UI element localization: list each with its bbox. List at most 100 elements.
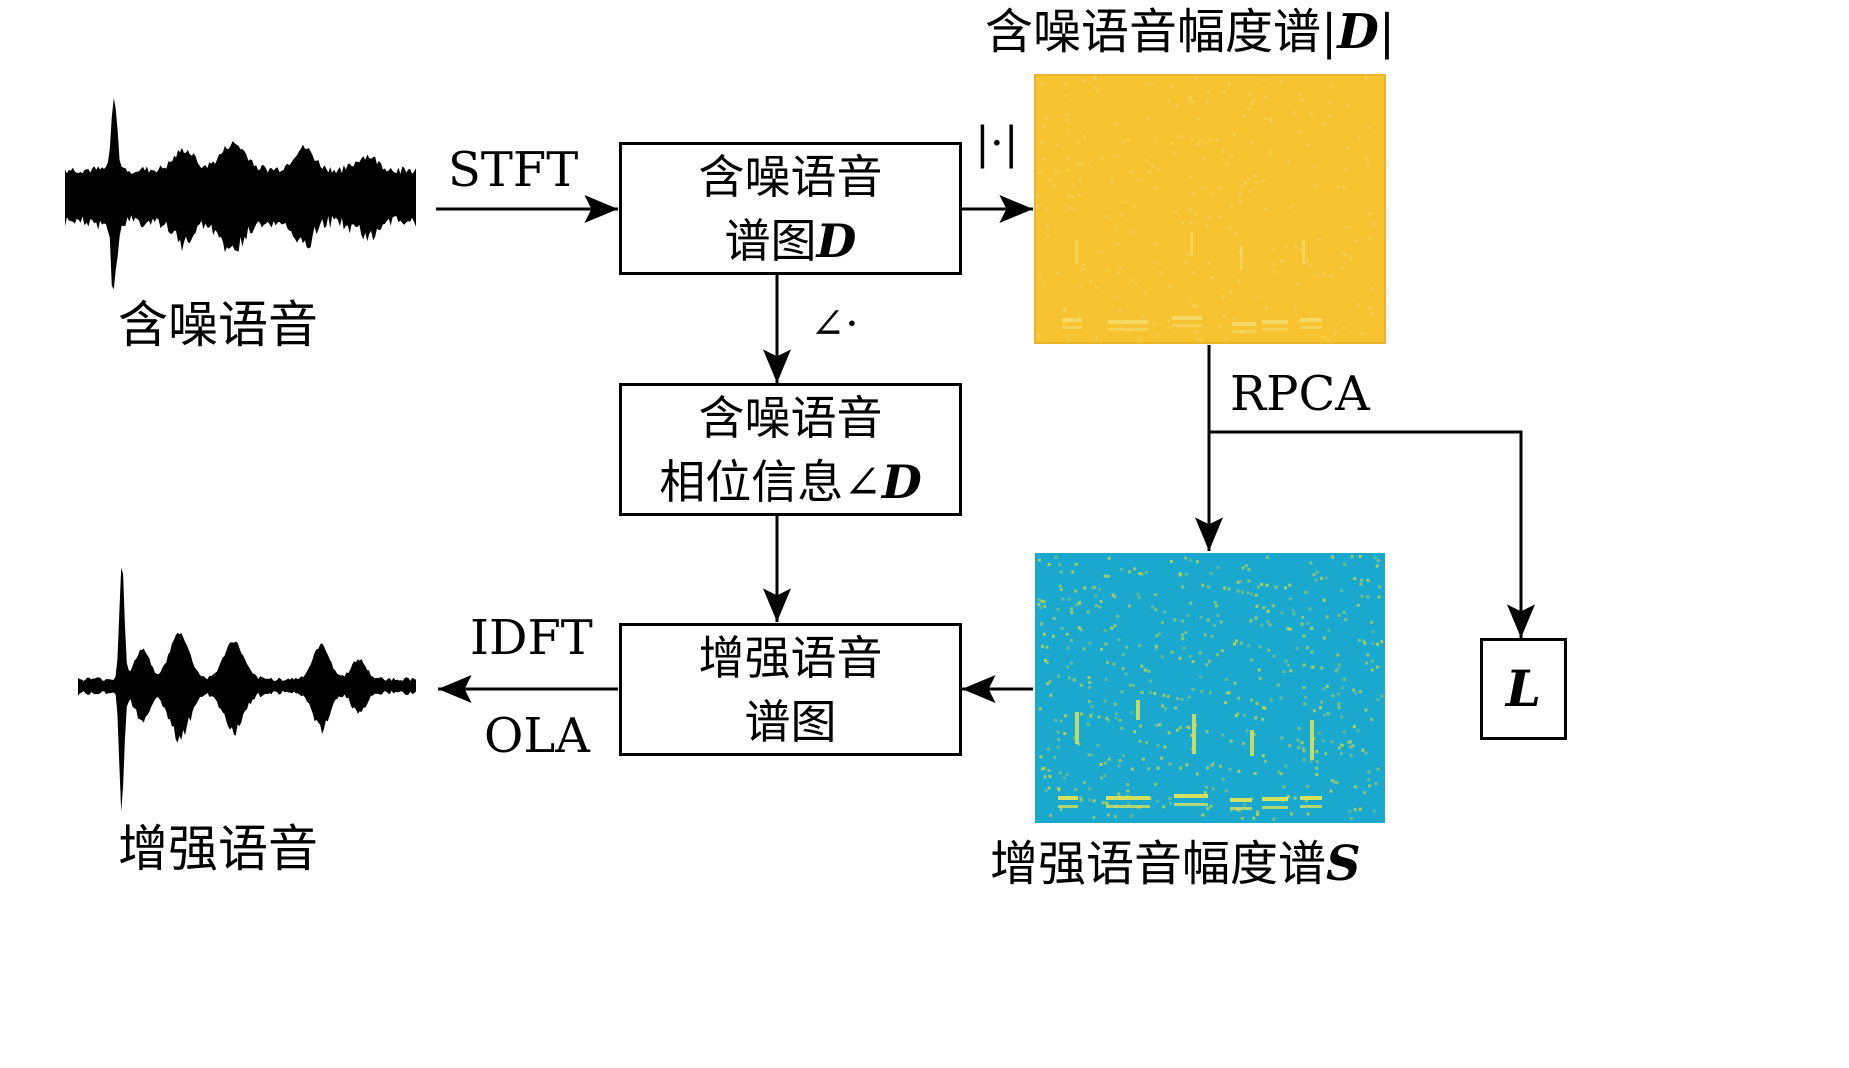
spectrogram-pixel xyxy=(1298,248,1302,252)
spectrogram-pixel xyxy=(1340,589,1344,593)
spectrogram-pixel xyxy=(1225,691,1229,695)
spectrogram-pixel xyxy=(1148,679,1152,683)
spectrogram-pixel xyxy=(1080,268,1084,272)
spectrogram-pixel xyxy=(1206,618,1210,622)
spectrogram-pixel xyxy=(1358,690,1362,694)
spectrogram-pixel xyxy=(1065,773,1069,777)
spectrogram-pixel xyxy=(1229,291,1233,295)
spectrogram-pixel xyxy=(1071,570,1075,574)
spectrogram-pixel xyxy=(1266,609,1270,613)
spectrogram-pixel xyxy=(1193,306,1197,310)
spectrogram-pixel xyxy=(1042,157,1046,161)
spectrogram-pixel xyxy=(1107,556,1111,560)
spectrogram-pixel xyxy=(1070,611,1074,615)
spectrogram-pixel xyxy=(1100,647,1104,651)
spectrogram-pixel xyxy=(1304,590,1308,594)
spectrogram-pixel xyxy=(1375,665,1379,669)
spectrogram-pixel xyxy=(1316,274,1320,278)
spectrogram-pixel xyxy=(1115,154,1119,158)
spectrogram-pixel xyxy=(1170,141,1174,145)
spectrogram-pixel xyxy=(1282,785,1286,789)
spectrogram-pixel xyxy=(1302,749,1306,753)
spectrogram-pixel xyxy=(1082,781,1086,785)
spectrogram-pixel xyxy=(1088,786,1092,790)
spectrogram-pixel xyxy=(1303,702,1307,706)
spectrogram-pixel xyxy=(1168,762,1172,766)
spectrogram-pixel xyxy=(1228,767,1232,771)
spectrogram-pixel xyxy=(1337,667,1341,671)
noisy-spectrum-line2: 谱图D xyxy=(725,209,857,273)
spectrogram-pixel xyxy=(1128,570,1132,574)
spectrogram-pixel xyxy=(1041,283,1045,287)
spectrogram-pixel xyxy=(1081,263,1085,267)
spectrogram-pixel xyxy=(1300,622,1304,626)
spectrogram-pixel xyxy=(1166,694,1170,698)
spectrogram-pixel xyxy=(1207,585,1211,589)
spectrogram-pixel xyxy=(1265,555,1269,559)
spectrogram-pixel xyxy=(1352,725,1356,729)
spectrogram-pixel xyxy=(1294,305,1298,309)
spectrogram-pixel xyxy=(1254,716,1258,720)
spectrogram-pixel xyxy=(1119,326,1123,330)
spectrogram-pixel xyxy=(1268,150,1272,154)
spectrogram-pixel xyxy=(1091,586,1095,590)
spectrogram-pixel xyxy=(1336,653,1340,657)
spectrogram-pixel xyxy=(1100,762,1104,766)
spectrogram-pixel xyxy=(1305,258,1309,262)
spectrogram-pixel xyxy=(1227,82,1231,86)
spectrogram-pixel xyxy=(1225,678,1229,682)
spectrogram-pixel xyxy=(1115,712,1119,716)
spectrogram-pixel xyxy=(1251,98,1255,102)
spectrogram-pixel xyxy=(1238,192,1242,196)
spectrogram-pixel xyxy=(1250,592,1254,596)
spectrogram-pixel xyxy=(1082,647,1086,651)
spectrogram-pixel xyxy=(1221,733,1225,737)
spectrogram-pixel xyxy=(1189,558,1193,562)
spectrogram-pixel xyxy=(1342,610,1346,614)
spectrogram-pixel xyxy=(1354,691,1358,695)
spectrogram-pixel xyxy=(1089,753,1093,757)
spectrogram-pixel xyxy=(1191,99,1195,103)
spectrogram-pixel xyxy=(1236,696,1240,700)
spectrogram-pixel xyxy=(1139,724,1143,728)
spectrogram-pixel xyxy=(1040,599,1044,603)
spectrogram-pixel xyxy=(1356,603,1360,607)
spectrogram-pixel xyxy=(1271,604,1275,608)
spectrogram-pixel xyxy=(1295,282,1299,286)
spectrogram-pixel xyxy=(1040,644,1044,648)
spectrogram-pixel xyxy=(1326,100,1330,104)
spectrogram-pixel xyxy=(1336,692,1340,696)
spectrogram-pixel xyxy=(1110,179,1114,183)
spectrogram-pixel xyxy=(1141,757,1145,761)
spectrogram-pixel xyxy=(1255,604,1259,608)
spectrogram-pixel xyxy=(1364,751,1368,755)
spectrogram-pixel xyxy=(1099,763,1103,767)
spectrogram-pixel xyxy=(1187,726,1191,730)
spectrogram-pixel xyxy=(1168,325,1172,329)
spectrogram-pixel xyxy=(1043,775,1047,779)
spectrogram-pixel xyxy=(1141,315,1145,319)
spectrogram-pixel xyxy=(1188,98,1192,102)
spectrogram-pixel xyxy=(1247,579,1251,583)
spectrogram-pixel xyxy=(1238,808,1242,812)
spectrogram-pixel xyxy=(1126,789,1130,793)
spectrogram-pixel xyxy=(1204,785,1208,789)
spectrogram-pixel xyxy=(1240,816,1244,820)
spectrogram-pixel xyxy=(1262,606,1266,610)
spectrogram-pixel xyxy=(1255,702,1259,706)
spectrogram-pixel xyxy=(1262,328,1288,331)
spectrogram-pixel xyxy=(1187,206,1191,210)
spectrogram-pixel xyxy=(1175,728,1179,732)
spectrogram-pixel xyxy=(1101,801,1105,805)
spectrogram-pixel xyxy=(1368,236,1372,240)
spectrogram-pixel xyxy=(1353,577,1357,581)
spectrogram-pixel xyxy=(1126,783,1130,787)
spectrogram-pixel xyxy=(1156,766,1160,770)
spectrogram-pixel xyxy=(1067,598,1071,602)
spectrogram-pixel xyxy=(1300,805,1322,808)
spectrogram-pixel xyxy=(1169,801,1173,805)
spectrogram-pixel xyxy=(1224,789,1228,793)
spectrogram-pixel xyxy=(1342,326,1346,330)
enhanced-spectrogram-texture xyxy=(1037,555,1384,821)
spectrogram-pixel xyxy=(1176,134,1180,138)
